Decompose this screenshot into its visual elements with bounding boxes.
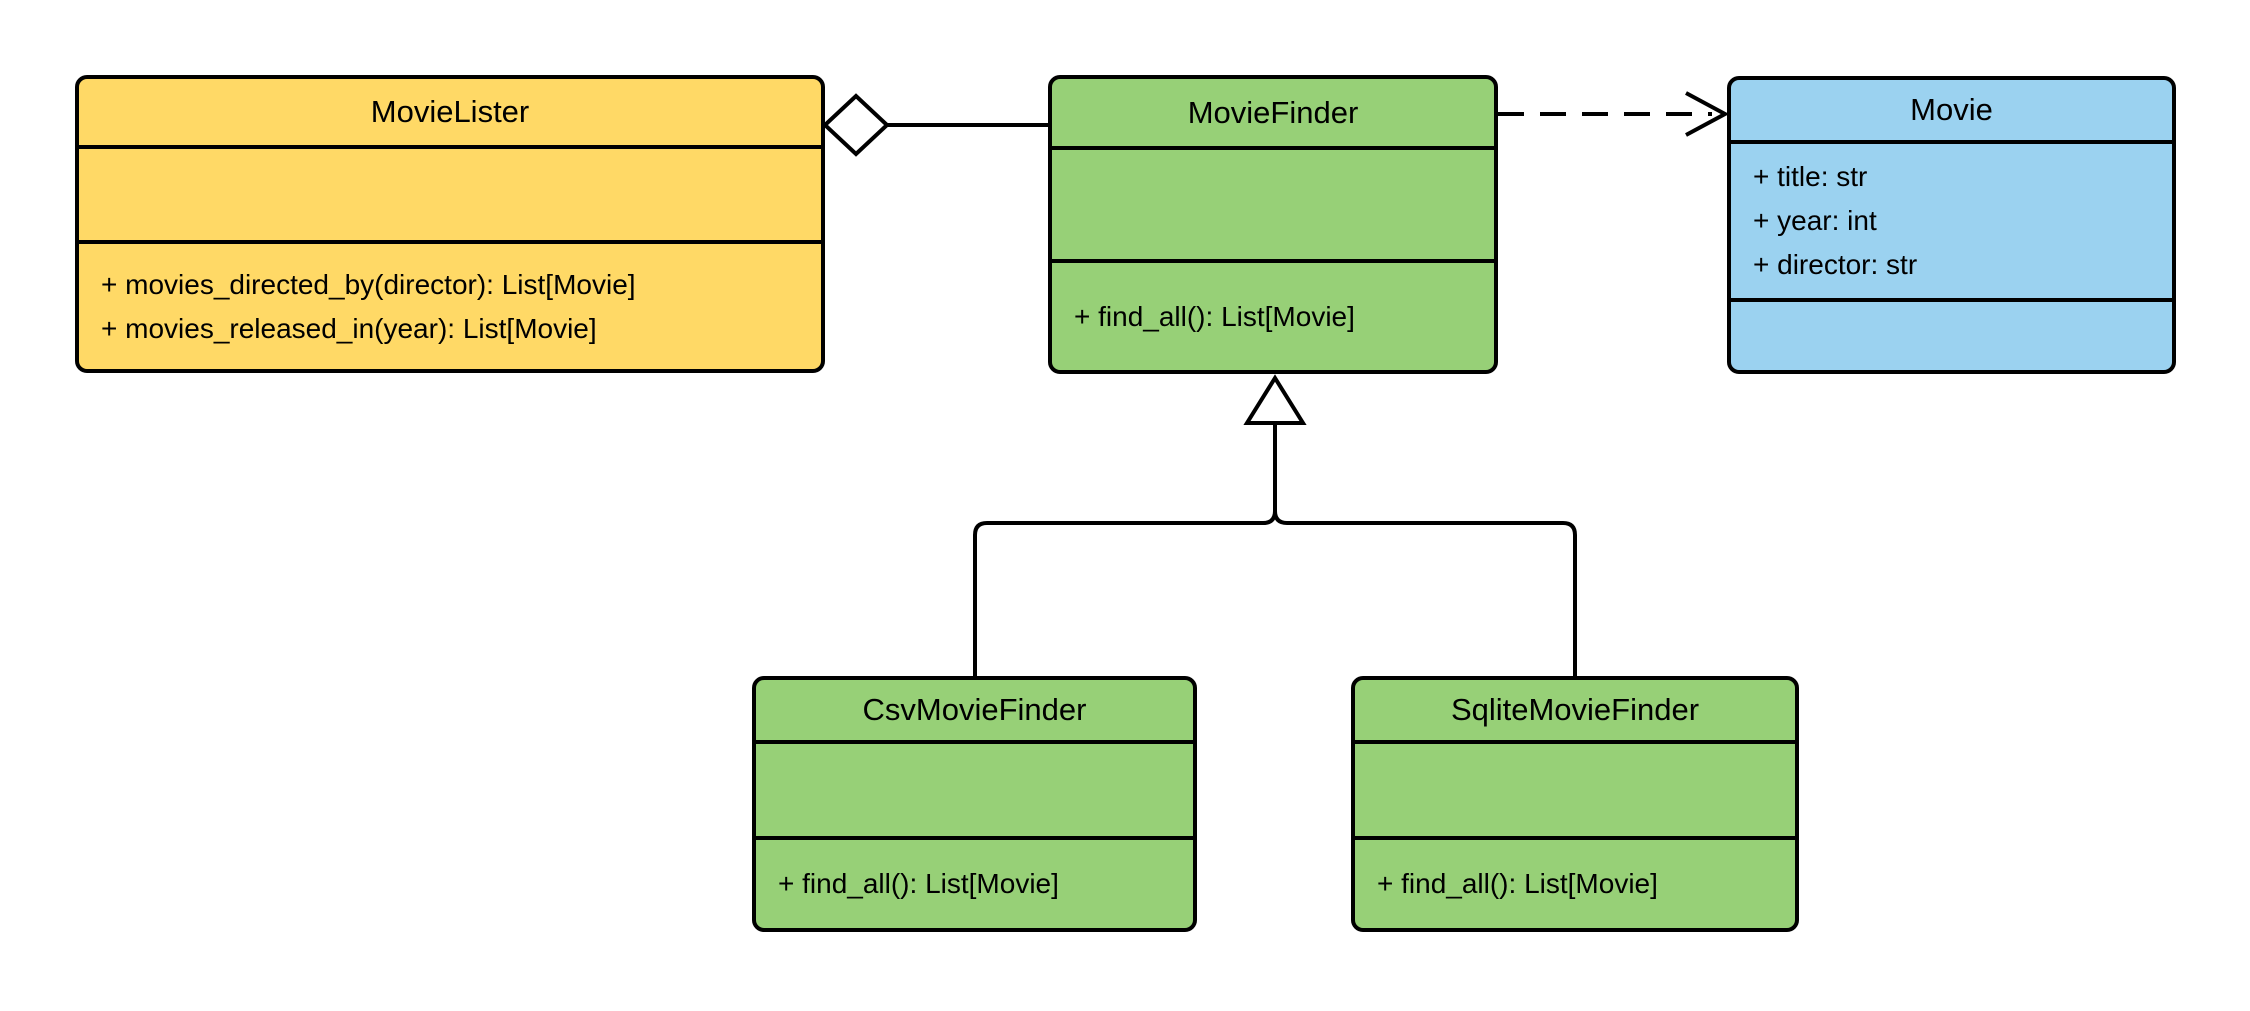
class-csvmoviefinder: CsvMovieFinder + find_all(): List[Movie] — [752, 676, 1197, 932]
class-moviefinder-methods: + find_all(): List[Movie] — [1052, 263, 1494, 370]
class-sqlitemoviefinder-title: SqliteMovieFinder — [1355, 680, 1795, 744]
method-line: + find_all(): List[Movie] — [778, 868, 1059, 899]
dependency-open-arrowhead-icon — [1685, 91, 1730, 137]
class-csvmoviefinder-title: CsvMovieFinder — [756, 680, 1193, 744]
method-line: + find_all(): List[Movie] — [1377, 868, 1658, 899]
class-movie: Movie + title: str + year: int + directo… — [1727, 76, 2176, 374]
class-moviefinder-attributes — [1052, 150, 1494, 263]
inheritance-branch-csv — [973, 423, 1277, 678]
inheritance-triangle-icon — [1243, 374, 1307, 425]
aggregation-diamond-icon — [822, 93, 890, 157]
class-movielister-attributes — [79, 149, 821, 244]
method-line: + find_all(): List[Movie] — [1074, 300, 1355, 332]
attribute-line: + title: str — [1753, 161, 1868, 192]
class-moviefinder: MovieFinder + find_all(): List[Movie] — [1048, 75, 1498, 374]
attribute-line: + director: str — [1753, 249, 1918, 280]
inheritance-branch-sqlite — [1273, 423, 1577, 678]
class-csvmoviefinder-methods: + find_all(): List[Movie] — [756, 840, 1193, 928]
class-moviefinder-title: MovieFinder — [1052, 79, 1494, 150]
class-sqlitemoviefinder: SqliteMovieFinder + find_all(): List[Mov… — [1351, 676, 1799, 932]
class-movie-title: Movie — [1731, 80, 2172, 144]
aggregation-connector — [822, 93, 1048, 157]
attribute-line: + year: int — [1753, 205, 1877, 236]
class-sqlitemoviefinder-methods: + find_all(): List[Movie] — [1355, 840, 1795, 928]
class-movie-attributes: + title: str + year: int + director: str — [1731, 144, 2172, 302]
dependency-connector — [1498, 91, 1730, 137]
method-line: + movies_released_in(year): List[Movie] — [101, 312, 597, 344]
inheritance-connector — [973, 374, 1577, 678]
class-sqlitemoviefinder-attributes — [1355, 744, 1795, 840]
class-csvmoviefinder-attributes — [756, 744, 1193, 840]
class-movie-methods — [1731, 302, 2172, 370]
class-movielister-methods: + movies_directed_by(director): List[Mov… — [79, 244, 821, 369]
class-movielister: MovieLister + movies_directed_by(directo… — [75, 75, 825, 373]
class-movielister-title: MovieLister — [79, 79, 821, 149]
method-line: + movies_directed_by(director): List[Mov… — [101, 268, 636, 300]
